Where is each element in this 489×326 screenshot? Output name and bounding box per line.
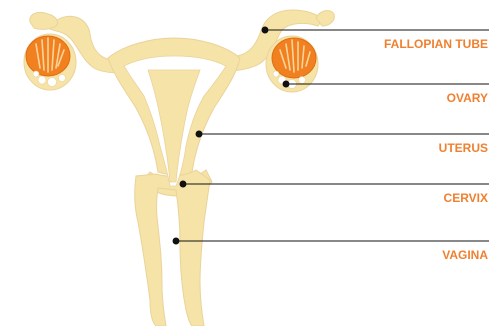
left-fimbriae	[30, 12, 58, 29]
left-ovary	[24, 34, 76, 90]
leader-dot-fallopian-tube	[262, 27, 268, 33]
leader-dot-vagina	[173, 238, 179, 244]
label-cervix: CERVIX	[444, 191, 488, 205]
label-uterus: UTERUS	[439, 141, 488, 155]
label-fallopian-tube: FALLOPIAN TUBE	[384, 37, 488, 51]
leader-dot-ovary	[283, 81, 289, 87]
labels: FALLOPIAN TUBE OVARY UTERUS CERVIX VAGIN…	[384, 37, 488, 262]
label-vagina: VAGINA	[442, 248, 488, 262]
leader-dot-uterus	[196, 131, 202, 137]
uterine-cavity	[124, 56, 226, 186]
leader-dot-cervix	[180, 181, 186, 187]
label-ovary: OVARY	[447, 91, 488, 105]
